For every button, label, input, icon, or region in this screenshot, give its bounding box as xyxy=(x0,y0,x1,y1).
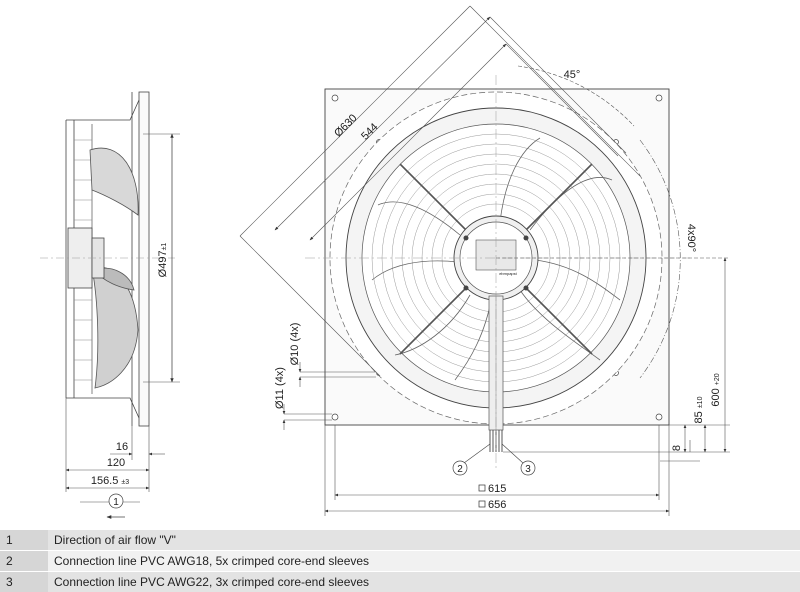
legend-row: 1 Direction of air flow "V" xyxy=(0,529,800,551)
technical-drawing: Ø497±1 16 120 156.5 ±3 1 xyxy=(40,5,730,519)
legend-table: 1 Direction of air flow "V" 2 Connection… xyxy=(0,529,800,592)
dim-156-5-tol: ±3 xyxy=(121,479,129,486)
dim-156-5-label: 156.5 xyxy=(91,475,119,487)
legend-number: 1 xyxy=(0,529,48,551)
brand-label: ebmpapst xyxy=(499,271,517,276)
svg-text:3: 3 xyxy=(525,464,531,475)
dimension-right xyxy=(496,257,730,462)
dim-45-label: 45° xyxy=(564,69,581,81)
dim-10-label: Ø10 (4x) xyxy=(289,323,301,366)
dimension-diameter-497: Ø497±1 xyxy=(143,133,180,383)
side-view xyxy=(40,91,175,427)
dim-16-label: 16 xyxy=(116,441,128,453)
callout-2: 2 xyxy=(452,443,491,476)
dim-600-text: 600 +20 xyxy=(710,373,722,406)
dim-600-tol: +20 xyxy=(714,373,721,385)
dim-8-label: 8 xyxy=(671,445,683,451)
legend-row: 2 Connection line PVC AWG18, 5x crimped … xyxy=(0,550,800,572)
legend-text: Connection line PVC AWG18, 5x crimped co… xyxy=(48,550,800,572)
dim-120-label: 120 xyxy=(107,457,125,469)
dim-497-label: Ø497 xyxy=(157,250,169,277)
legend-text: Connection line PVC AWG22, 3x crimped co… xyxy=(48,571,800,592)
legend-number: 2 xyxy=(0,550,48,572)
legend-row: 3 Connection line PVC AWG22, 3x crimped … xyxy=(0,571,800,592)
dimension-holes xyxy=(282,362,376,430)
dim-85-tol: ±10 xyxy=(697,396,704,408)
legend-text: Direction of air flow "V" xyxy=(48,529,800,551)
dim-156-5-text: 156.5 ±3 xyxy=(91,475,129,487)
legend-number: 3 xyxy=(0,571,48,592)
svg-text:2: 2 xyxy=(457,464,463,475)
svg-text:1: 1 xyxy=(113,497,119,508)
dim-4x90-label: 4x90° xyxy=(685,224,697,252)
dimension-bottom xyxy=(324,425,670,516)
dim-497-tol: ±1 xyxy=(161,243,168,251)
dim-85-text: 85 ±10 xyxy=(693,396,705,423)
svg-text:Ø497±1: Ø497±1 xyxy=(157,243,169,278)
dimension-diagonal xyxy=(239,5,681,379)
dim-600-label: 600 xyxy=(710,388,722,406)
callout-1: 1 xyxy=(106,493,125,519)
dim-615-label: 615 xyxy=(488,483,506,495)
dim-656-label: 656 xyxy=(488,499,506,511)
dim-85-label: 85 xyxy=(693,411,705,423)
dim-11-label: Ø11 (4x) xyxy=(274,367,286,409)
side-view-dimensions xyxy=(65,398,165,503)
callout-3: 3 xyxy=(501,443,536,476)
